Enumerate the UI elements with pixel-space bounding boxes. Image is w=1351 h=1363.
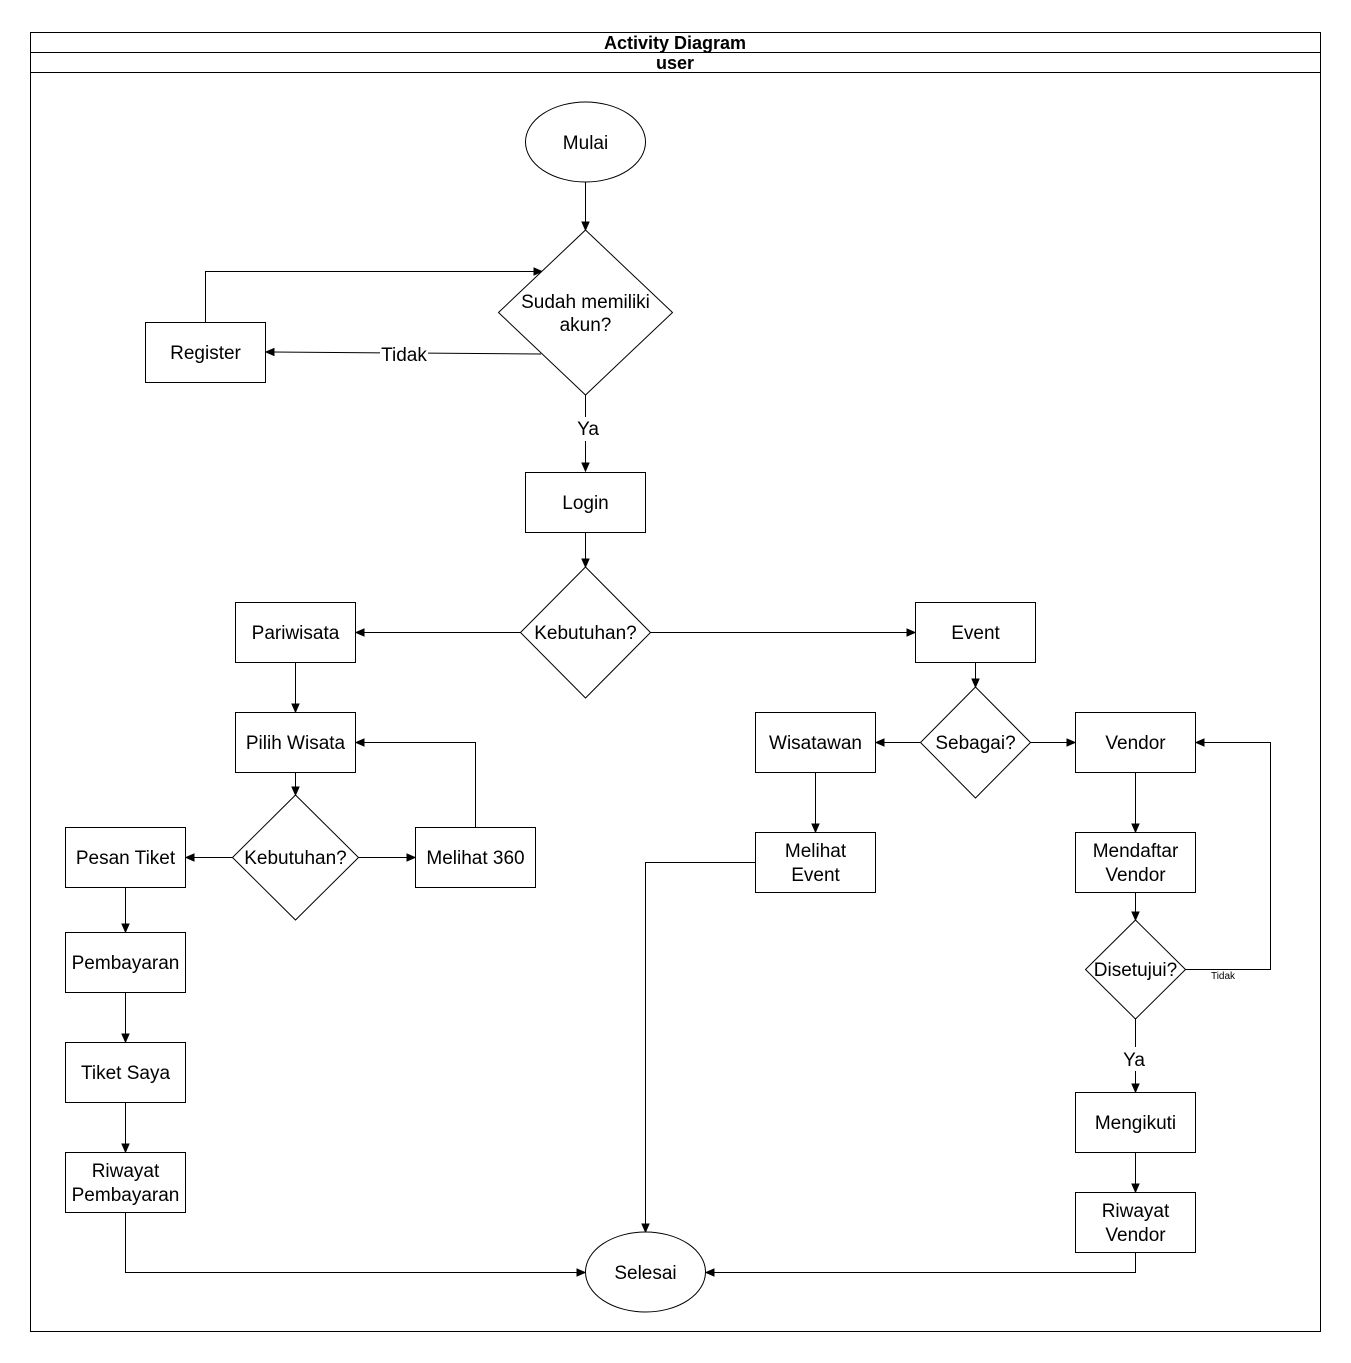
arrowhead bbox=[354, 738, 365, 747]
node-event[interactable]: Event bbox=[915, 602, 1036, 663]
edge-label-ya-login: Ya bbox=[577, 419, 599, 440]
node-login[interactable]: Login bbox=[525, 472, 646, 533]
node-pesan-tiket[interactable]: Pesan Tiket bbox=[65, 827, 186, 888]
node-wisatawan[interactable]: Wisatawan bbox=[755, 712, 876, 773]
node-mendaftar-vendor[interactable]: Mendaftar Vendor bbox=[1075, 832, 1196, 893]
node-pilih-wisata-label: Pilih Wisata bbox=[246, 733, 346, 754]
arrowhead bbox=[1131, 911, 1140, 922]
decision-kebutuhan-main[interactable]: Kebutuhan? bbox=[519, 566, 652, 699]
arrowhead bbox=[874, 738, 885, 747]
arrowhead bbox=[121, 1033, 130, 1044]
node-login-label: Login bbox=[562, 493, 609, 514]
arrowhead bbox=[581, 558, 590, 569]
node-riwayat-pembayaran-label-line1: Riwayat bbox=[92, 1161, 160, 1182]
node-riwayat-pembayaran-label-line2: Pembayaran bbox=[72, 1185, 180, 1206]
edge-label-bg bbox=[1122, 1047, 1148, 1071]
arrowhead bbox=[581, 221, 590, 232]
node-melihat-event-label-line1: Melihat bbox=[785, 841, 847, 862]
node-mengikuti-label: Mengikuti bbox=[1095, 1113, 1176, 1134]
node-mendaftar-vendor-label-line2: Vendor bbox=[1105, 865, 1166, 886]
node-pariwisata[interactable]: Pariwisata bbox=[235, 602, 356, 663]
arrowhead bbox=[906, 628, 917, 637]
decision-kebutuhan-wisata[interactable]: Kebutuhan? bbox=[231, 794, 360, 921]
decision-disetujui-label: Disetujui? bbox=[1094, 960, 1177, 981]
arrowhead bbox=[971, 678, 980, 689]
arrowhead bbox=[291, 786, 300, 797]
edge-label-bg bbox=[574, 417, 600, 441]
node-register[interactable]: Register bbox=[145, 322, 266, 383]
decision-sebagai[interactable]: Sebagai? bbox=[919, 686, 1032, 799]
edge-disetujui-to-vendor bbox=[1185, 742, 1271, 970]
decision-sudah-memiliki-akun[interactable]: Sudah memiliki akun? bbox=[497, 229, 674, 396]
node-tiket-saya-label: Tiket Saya bbox=[81, 1063, 170, 1084]
edge-riwayat-vendor-to-selesai bbox=[712, 1252, 1136, 1273]
arrowhead bbox=[291, 703, 300, 714]
node-selesai-label: Selesai bbox=[614, 1263, 676, 1284]
node-pilih-wisata[interactable]: Pilih Wisata bbox=[235, 712, 356, 773]
arrowhead bbox=[184, 853, 195, 862]
arrowhead bbox=[1131, 1183, 1140, 1194]
decision-akun-label-line2: akun? bbox=[560, 315, 612, 336]
decision-kebutuhan-wisata-label: Kebutuhan? bbox=[244, 848, 347, 869]
node-mulai-label: Mulai bbox=[563, 133, 608, 154]
node-riwayat-vendor-label-line1: Riwayat bbox=[1102, 1201, 1170, 1222]
node-pembayaran[interactable]: Pembayaran bbox=[65, 932, 186, 993]
arrowhead bbox=[121, 1143, 130, 1154]
node-mulai[interactable]: Mulai bbox=[525, 101, 646, 183]
node-mengikuti[interactable]: Mengikuti bbox=[1075, 1092, 1196, 1153]
edge-label-bg bbox=[380, 343, 428, 365]
node-melihat-event[interactable]: Melihat Event bbox=[755, 832, 876, 893]
node-melihat-360[interactable]: Melihat 360 bbox=[415, 827, 536, 888]
node-melihat-event-label-line2: Event bbox=[791, 865, 840, 886]
arrowhead bbox=[1131, 823, 1140, 834]
decision-disetujui[interactable]: Disetujui? bbox=[1084, 919, 1187, 1020]
node-register-label: Register bbox=[170, 343, 241, 364]
edge-melihat-event-to-selesai bbox=[645, 862, 755, 1226]
arrowhead bbox=[264, 347, 275, 357]
node-vendor[interactable]: Vendor bbox=[1075, 712, 1196, 773]
node-riwayat-pembayaran[interactable]: Riwayat Pembayaran bbox=[65, 1152, 186, 1213]
node-selesai[interactable]: Selesai bbox=[585, 1231, 706, 1313]
arrowhead bbox=[704, 1268, 715, 1277]
edge-label-tidak-vendor: Tidak bbox=[1211, 971, 1236, 982]
arrowhead bbox=[1194, 738, 1205, 747]
edge-register-to-decision-akun bbox=[205, 271, 536, 322]
lane-label: user bbox=[656, 53, 694, 73]
node-mendaftar-vendor-label-line1: Mendaftar bbox=[1093, 841, 1179, 862]
arrowhead bbox=[1131, 1083, 1140, 1094]
edge-riwayat-pembayaran-to-selesai bbox=[125, 1212, 579, 1273]
node-event-label: Event bbox=[951, 623, 1000, 644]
edge-melihat-360-to-pilih-wisata bbox=[362, 742, 476, 827]
node-pesan-tiket-label: Pesan Tiket bbox=[76, 848, 176, 869]
node-riwayat-vendor[interactable]: Riwayat Vendor bbox=[1075, 1192, 1196, 1253]
node-tiket-saya[interactable]: Tiket Saya bbox=[65, 1042, 186, 1103]
node-riwayat-vendor-label-line2: Vendor bbox=[1105, 1225, 1166, 1246]
edge-label-ya-mengikuti: Ya bbox=[1123, 1050, 1145, 1071]
arrowhead bbox=[533, 267, 544, 276]
arrowhead bbox=[581, 462, 590, 473]
arrowhead bbox=[811, 823, 820, 834]
arrowhead bbox=[641, 1223, 650, 1234]
node-pembayaran-label: Pembayaran bbox=[72, 953, 180, 974]
arrowhead bbox=[406, 853, 417, 862]
node-vendor-label: Vendor bbox=[1105, 733, 1166, 754]
node-pariwisata-label: Pariwisata bbox=[252, 623, 340, 644]
arrowhead bbox=[576, 1268, 587, 1277]
arrowhead bbox=[121, 923, 130, 934]
decision-akun-label-line1: Sudah memiliki bbox=[521, 292, 650, 313]
edges bbox=[121, 182, 1271, 1277]
node-wisatawan-label: Wisatawan bbox=[769, 733, 862, 754]
edge-label-tidak-register: Tidak bbox=[381, 345, 427, 366]
arrowhead bbox=[1066, 738, 1077, 747]
decision-kebutuhan-main-label: Kebutuhan? bbox=[534, 623, 637, 644]
decision-sebagai-label: Sebagai? bbox=[935, 733, 1015, 754]
arrowhead bbox=[354, 628, 365, 637]
node-melihat-360-label: Melihat 360 bbox=[426, 848, 524, 869]
diagram-title: Activity Diagram bbox=[604, 33, 746, 53]
